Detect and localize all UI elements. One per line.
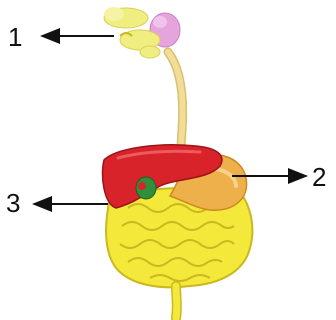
- callout-number-3: 3: [6, 190, 20, 216]
- gallbladder: [136, 177, 156, 199]
- callout-number-1: 1: [8, 24, 22, 50]
- callout-number-2: 2: [312, 164, 326, 190]
